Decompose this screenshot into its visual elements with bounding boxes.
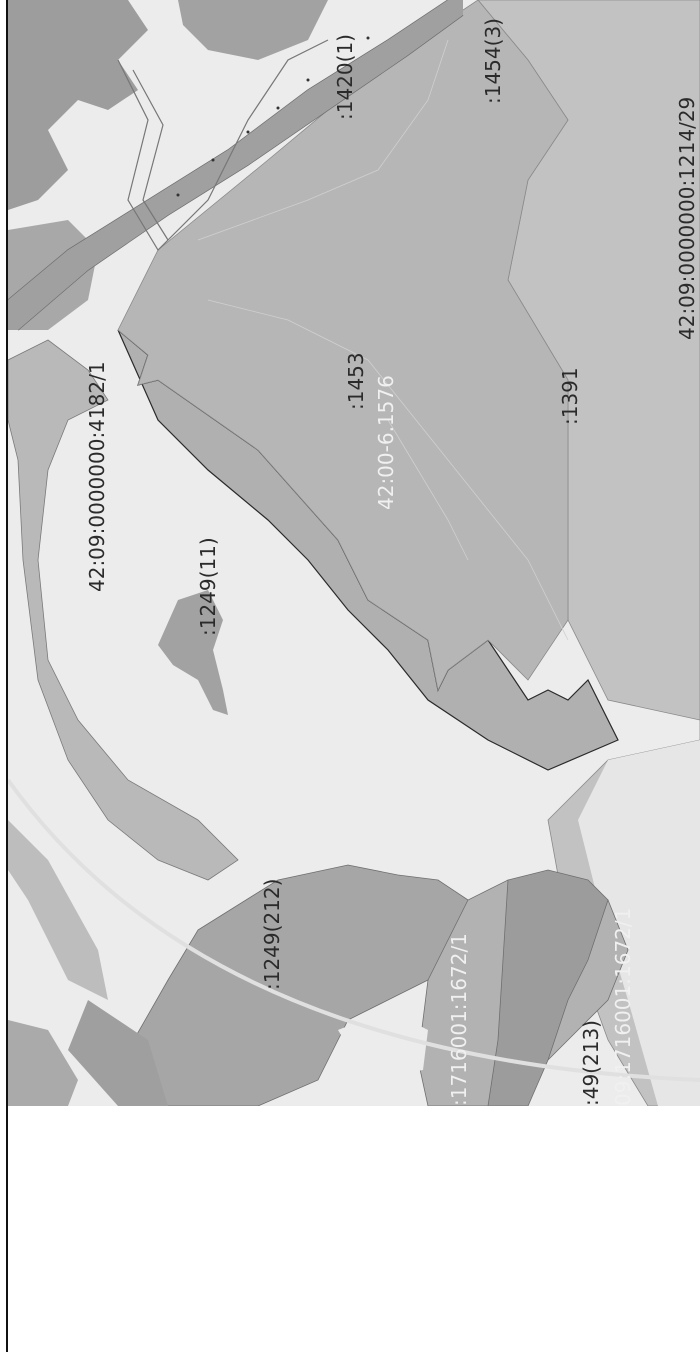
parcel-1391-area[interactable] [117, 0, 569, 692]
lower-light-gap [338, 1010, 428, 1080]
label-parcel-1672-1-a: :1716001:1672/1 [447, 933, 471, 1106]
inner-boundary-1 [197, 39, 449, 241]
label-parcel-1249-11: :1249(11) [196, 537, 220, 636]
map-canvas[interactable]: :1420(1) :1454(3) 42:09:0000000:1214/29 … [8, 0, 700, 1106]
outer-circle-boundary [8, 778, 700, 1082]
label-parcel-4182-1: 42:09:0000000:4182/1 [85, 361, 109, 592]
label-parcel-1672-1-b: 09:1716001:1672/1 [611, 908, 635, 1106]
label-parcel-1249-212: :1249(212) [260, 879, 284, 990]
road-dot [276, 106, 280, 110]
road-dot [306, 78, 310, 82]
left-border-line [6, 0, 8, 1352]
label-parcel-1454-3: :1454(3) [481, 18, 505, 104]
label-parcel-1391: :1391 [558, 367, 582, 425]
road-north-loop [117, 39, 329, 251]
parcel-1249-11-island[interactable] [158, 590, 228, 715]
road-dot [211, 158, 215, 162]
road-dot [366, 36, 370, 40]
road-north-loop-2 [132, 69, 169, 241]
upper-left-landmass-2 [178, 0, 328, 60]
label-parcel-42-00-6-1576: 42:00-6.1576 [374, 375, 398, 510]
bottom-left-diagonal-2 [68, 1000, 168, 1106]
label-parcel-1214-29: 42:09:0000000:1214/29 [675, 97, 699, 340]
bottom-right-light-region [578, 740, 700, 1106]
label-parcel-1453: :1453 [344, 352, 368, 410]
lower-parcel-1672[interactable] [487, 869, 609, 1106]
cadastral-map[interactable]: :1420(1) :1454(3) 42:09:0000000:1214/29 … [8, 0, 700, 1106]
road-dot [176, 193, 180, 197]
river-left [8, 339, 239, 881]
bottom-left-diagonal-3 [8, 1020, 78, 1106]
label-parcel-1420-1: :1420(1) [333, 34, 357, 120]
inner-boundary-3 [387, 419, 469, 561]
label-parcel-1249-213: :49(213) [579, 1020, 603, 1106]
upper-left-landmass [8, 0, 148, 210]
bottom-left-diagonal-1 [8, 820, 108, 1000]
road-diagonal-fill [8, 0, 463, 330]
inner-boundary-2 [207, 299, 569, 641]
road-dot [246, 130, 250, 134]
